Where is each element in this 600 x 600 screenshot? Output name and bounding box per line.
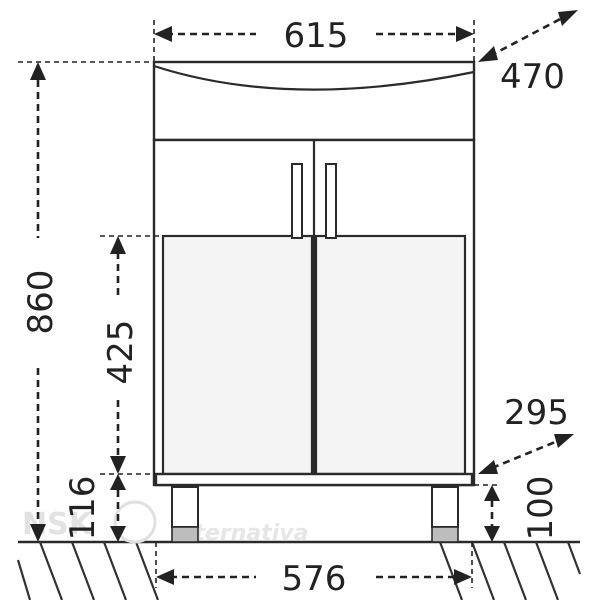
arrow-down-icon (30, 524, 46, 542)
dim-label-plinth-height: 116 (63, 476, 103, 541)
right-leg (431, 486, 459, 528)
arrow-right-icon (454, 569, 472, 585)
right-leg-foot (431, 526, 459, 543)
arrow-up-icon (30, 62, 46, 80)
arrow-up-icon (110, 474, 126, 490)
arrow-down-icon (110, 456, 126, 474)
arrow-right-icon (456, 26, 474, 42)
arrow-diag-icon (554, 434, 574, 448)
dim-plinth-height: 116 (63, 474, 126, 542)
dim-leg-height: 100 (474, 476, 561, 542)
arrow-diag-icon (478, 460, 498, 474)
sink-basin-curve (153, 64, 475, 91)
dim-label-height-total: 860 (21, 270, 61, 335)
left-door-handle (291, 163, 303, 239)
arrow-left-icon (156, 569, 174, 585)
sink-top (152, 60, 476, 142)
dim-door-height: 425 (100, 235, 163, 475)
right-door-panel (314, 234, 467, 476)
watermark-logo-icon (113, 500, 157, 544)
cabinet (152, 60, 476, 543)
arrow-left-icon (154, 26, 172, 42)
dim-label-width-top: 615 (284, 16, 349, 56)
arrow-diag-icon (558, 10, 578, 26)
dim-width-base: 576 (155, 542, 473, 599)
arrow-up-icon (110, 236, 126, 254)
dim-label-depth-top: 470 (500, 57, 565, 97)
dim-label-depth-base: 295 (504, 393, 569, 433)
watermark: NSK alternativa (22, 500, 308, 546)
dim-height-total: 860 (18, 61, 154, 542)
left-door-panel (161, 234, 314, 476)
arrow-diag-icon (478, 46, 498, 62)
dim-label-width-base: 576 (282, 559, 347, 599)
dim-width-top: 615 (153, 16, 475, 62)
dim-depth-base: 295 (478, 393, 574, 474)
dim-label-door-height: 425 (101, 320, 141, 385)
arrow-down-icon (110, 526, 126, 542)
arrow-down-icon (484, 526, 500, 542)
left-leg-foot (171, 526, 199, 543)
floor-hatching (16, 540, 582, 600)
dim-depth-top: 470 (478, 10, 578, 97)
arrow-up-icon (484, 485, 500, 501)
left-leg (171, 486, 199, 528)
dim-label-leg-height: 100 (521, 476, 561, 541)
right-door-handle (325, 163, 337, 239)
plinth (154, 472, 474, 487)
